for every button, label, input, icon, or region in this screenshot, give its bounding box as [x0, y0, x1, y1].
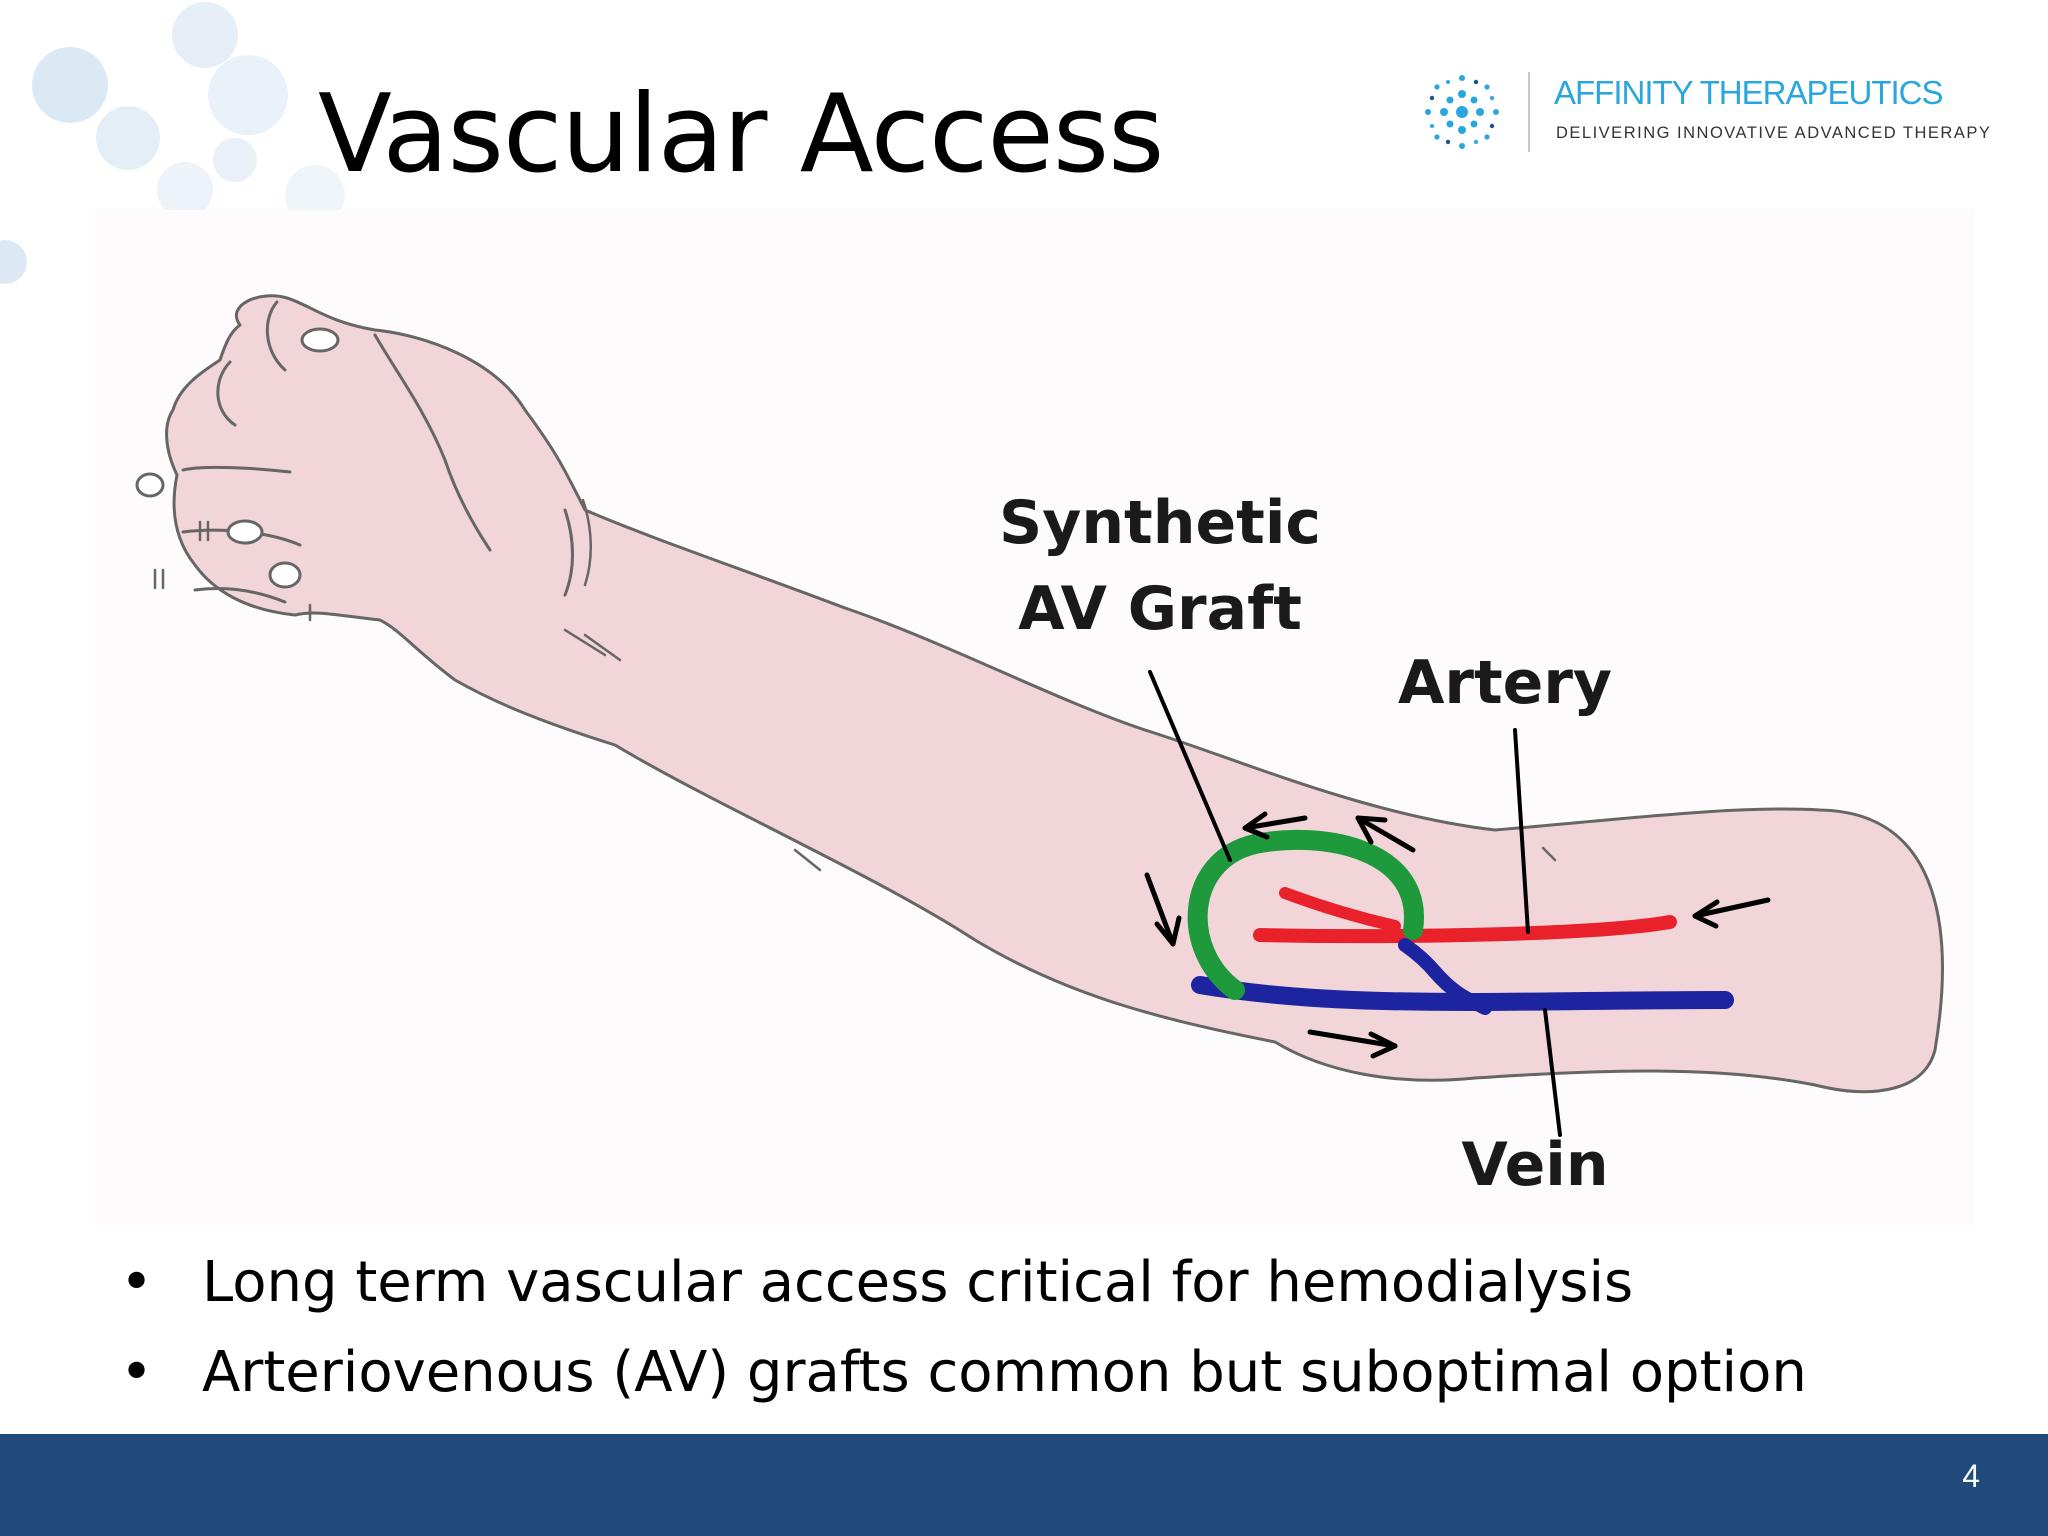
affinity-logo-mark-icon [1425, 75, 1499, 149]
fingernail [300, 327, 340, 353]
artery-vessel [1253, 915, 1677, 944]
bullet-list: Long term vascular access critical for h… [120, 1238, 1807, 1418]
elbow-crease [793, 848, 822, 872]
vein-leader-line [1543, 1008, 1562, 1137]
palm-crease [373, 333, 492, 552]
bullet-item: Arteriovenous (AV) grafts common but sub… [120, 1328, 1807, 1418]
finger-line [193, 587, 287, 604]
slide-title: Vascular Access [318, 72, 1164, 197]
graft-label: Synthetic AV Graft [999, 488, 1321, 644]
artery-label: Artery [1397, 648, 1613, 718]
finger-line [265, 300, 287, 372]
arm-drawing [135, 294, 1944, 1137]
wrist-crease [563, 628, 607, 657]
fingernail [226, 519, 264, 545]
vein-label: Vein [1461, 1130, 1609, 1200]
knuckle-mark [153, 520, 312, 622]
wrist-crease [583, 633, 622, 662]
artery-branch [1279, 887, 1401, 932]
finger-line [181, 465, 292, 474]
logo-tagline: DELIVERING INNOVATIVE ADVANCED THERAPY [1556, 124, 1992, 142]
vein-vessel [1191, 976, 1734, 1011]
fingernail [268, 561, 302, 589]
arm-illustration [95, 210, 1975, 1225]
wrist-crease [563, 508, 574, 597]
graft-leader-line [1148, 670, 1232, 862]
elbow-crease [1541, 846, 1557, 862]
bullet-item: Long term vascular access critical for h… [120, 1238, 1807, 1328]
artery-leader-line [1513, 728, 1530, 934]
fingernail [135, 472, 165, 498]
logo-divider [1528, 72, 1530, 152]
flow-arrows [1144, 811, 1771, 1059]
finger-line [216, 360, 237, 427]
affinity-logo: AFFINITY THERAPEUTICS DELIVERING INNOVAT… [1420, 66, 1990, 156]
arm-outline [165, 294, 1944, 1094]
synthetic-graft [1187, 829, 1424, 1000]
page-number: 4 [1962, 1458, 1980, 1494]
vein-branch [1398, 938, 1442, 979]
footer-bar: 4 [0, 1434, 2048, 1536]
wrist-crease [581, 498, 592, 587]
logo-company-name: AFFINITY THERAPEUTICS [1554, 74, 1944, 111]
vein-branch [1428, 965, 1492, 1015]
